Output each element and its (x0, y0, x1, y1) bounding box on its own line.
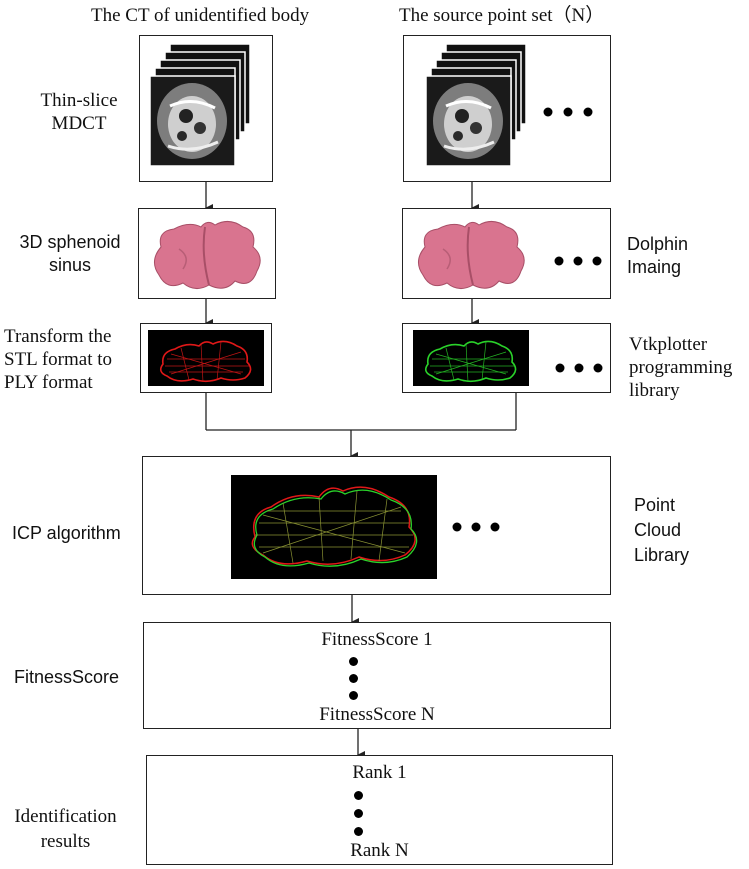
fitness-box: FitnessScore 1 FitnessScore N (143, 622, 611, 729)
ellipsis-mesh-right (555, 363, 603, 373)
fitness-dot-2 (349, 674, 358, 683)
icp-tool-line2: Cloud (634, 520, 682, 540)
convert-tool-line1: Vtkplotter (629, 334, 708, 355)
results-label: Identification results (8, 804, 123, 854)
sinus-label-line2: sinus (48, 255, 92, 275)
sinus-tool-line1: Dolphin (627, 234, 689, 254)
results-dot-3 (354, 827, 363, 836)
results-first: Rank 1 (352, 762, 407, 783)
fitness-label: FitnessScore (14, 667, 120, 687)
ct-stack-right-image (425, 43, 593, 167)
sinus-right-image (418, 221, 602, 289)
ct-stack-left-image (149, 43, 251, 167)
sinus-label-line1: 3D sphenoid (19, 232, 121, 252)
icp-label: ICP algorithm (12, 523, 121, 543)
convert-label-line1: Transform the (4, 326, 112, 347)
ct-box-left (139, 35, 273, 182)
icp-box (142, 456, 611, 595)
results-label-line2: results (40, 831, 91, 852)
icp-tool-label: Point Cloud Library (634, 493, 689, 568)
ellipsis-ct-right (543, 107, 593, 117)
mesh-box-left (140, 323, 272, 393)
sinus-box-right (402, 208, 611, 299)
fitness-dot-1 (349, 657, 358, 666)
convert-tool-line2: programming (629, 357, 733, 378)
convert-label-line2: STL format to (4, 349, 112, 370)
sinus-label: 3D sphenoid sinus (10, 231, 130, 277)
ct-label: Thin-slice MDCT (24, 89, 134, 135)
mesh-box-right (402, 323, 611, 393)
convert-tool-label: Vtkplotter programming library (629, 333, 732, 402)
convert-label-line3: PLY format (4, 372, 93, 393)
sinus-left-image (154, 221, 261, 289)
ellipsis-sinus-right (554, 256, 602, 266)
results-dot-1 (354, 791, 363, 800)
ct-box-right (403, 35, 611, 182)
icp-tool-line3: Library (634, 545, 690, 565)
fitness-first: FitnessScore 1 (321, 629, 433, 650)
ellipsis-icp (452, 522, 500, 532)
right-column-title: The source point set（N） (399, 5, 605, 26)
left-column-title: The CT of unidentified body (91, 5, 310, 26)
results-label-line1: Identification (14, 806, 117, 827)
sinus-tool-label: Dolphin Imaing (627, 233, 688, 279)
sinus-tool-line2: Imaing (627, 257, 682, 277)
fitness-dot-3 (349, 691, 358, 700)
results-box: Rank 1 Rank N (146, 755, 613, 865)
ct-label-line2: MDCT (51, 113, 107, 134)
icp-tool-line1: Point (634, 495, 676, 515)
mesh-right-image (413, 330, 603, 386)
icp-overlay-image (231, 475, 500, 579)
fitness-last: FitnessScore N (319, 704, 435, 725)
sinus-box-left (138, 208, 276, 299)
results-last: Rank N (350, 840, 409, 861)
results-dot-2 (354, 809, 363, 818)
ct-label-line1: Thin-slice (40, 90, 118, 111)
convert-tool-line3: library (629, 380, 680, 401)
convert-label: Transform the STL format to PLY format (4, 325, 139, 394)
mesh-left-image (148, 330, 264, 386)
